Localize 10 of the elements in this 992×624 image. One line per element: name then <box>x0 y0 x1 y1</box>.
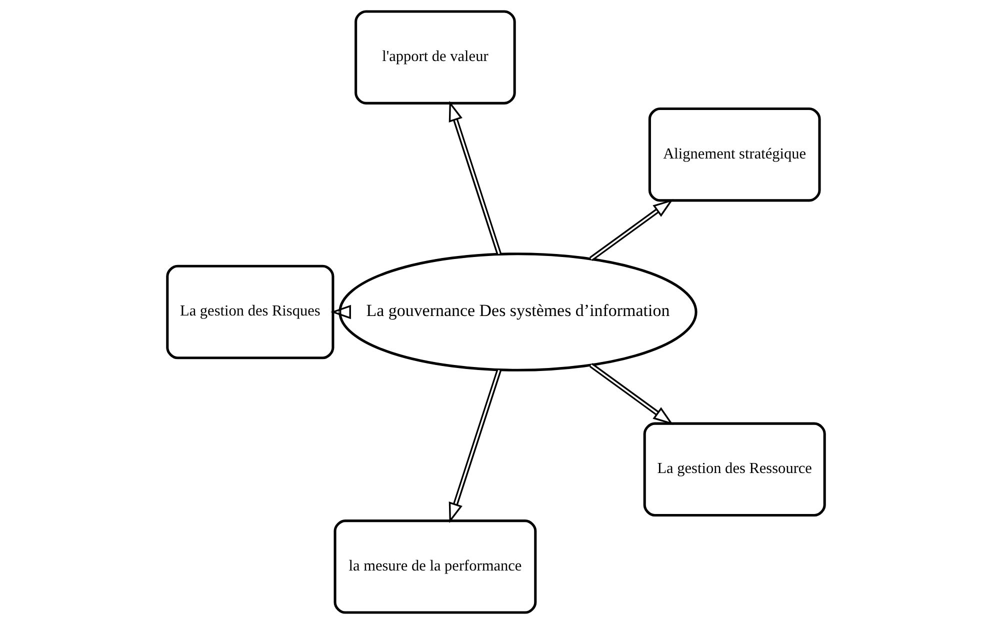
node-box: la mesure de la performance <box>334 520 537 614</box>
node-box: Alignement stratégique <box>648 107 821 202</box>
arrow <box>330 304 351 320</box>
arrow <box>448 100 502 255</box>
arrow <box>448 369 502 524</box>
node-box: La gestion des Risques <box>166 264 334 360</box>
arrow <box>590 363 674 425</box>
arrow <box>590 199 674 261</box>
node-box: La gestion des Ressource <box>643 422 826 517</box>
node-box: l'apport de valeur <box>354 10 516 104</box>
